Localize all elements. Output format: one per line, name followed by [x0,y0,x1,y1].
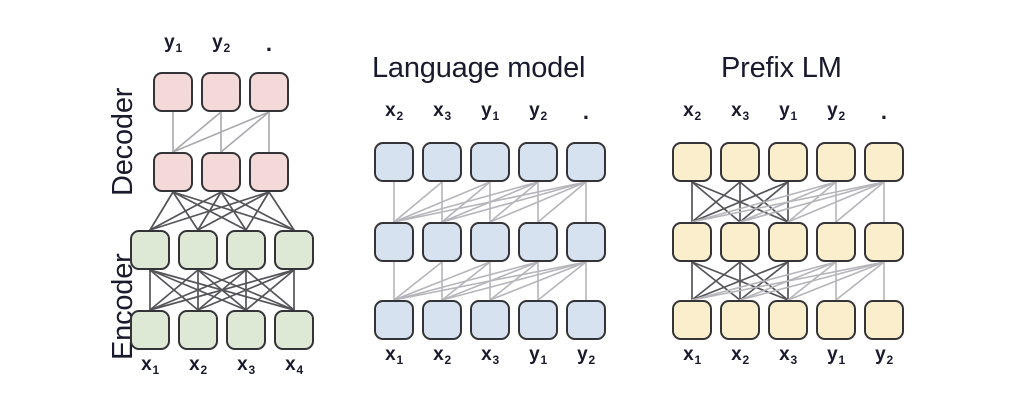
node-lm-bottom-4[interactable] [518,300,558,340]
prefix-token-label-bottom-5: y2 [875,344,894,367]
lm-token-label-top-5: . [582,99,590,124]
node-lm-top-2[interactable] [422,142,462,182]
node-lm-mid-2[interactable] [422,222,462,262]
lm-token-label-bottom-1: x1 [385,344,404,367]
node-prefix-top-5[interactable] [864,142,904,182]
prefix-token-label-top-4: y2 [827,100,846,123]
node-prefix-top-2[interactable] [720,142,760,182]
decoder-side-label: Decoder [107,87,139,196]
prefix-token-label-bottom-4: y1 [827,344,846,367]
panel-language-model: Language model x2 x3 y1 y2 . x1 x2 x3 y1… [360,0,660,408]
node-encoder-top-1[interactable] [130,230,170,270]
lm-token-label-top-3: y1 [481,100,500,123]
token-label-x2: x2 [189,354,208,377]
node-encoder-bottom-2[interactable] [178,310,218,350]
node-lm-bottom-3[interactable] [470,300,510,340]
node-decoder-top-2[interactable] [201,72,241,112]
node-decoder-bottom-2[interactable] [201,152,241,192]
node-lm-bottom-2[interactable] [422,300,462,340]
node-lm-mid-3[interactable] [470,222,510,262]
node-prefix-top-1[interactable] [672,142,712,182]
lm-token-label-top-4: y2 [529,100,548,123]
node-prefix-top-4[interactable] [816,142,856,182]
panel-title-prefix-lm: Prefix LM [721,52,842,84]
node-prefix-mid-1[interactable] [672,222,712,262]
token-label-y1: y1 [164,32,183,55]
node-decoder-bottom-3[interactable] [249,152,289,192]
lm-token-label-bottom-5: y2 [577,344,596,367]
node-prefix-bottom-5[interactable] [864,300,904,340]
node-encoder-bottom-1[interactable] [130,310,170,350]
node-lm-top-4[interactable] [518,142,558,182]
node-prefix-mid-4[interactable] [816,222,856,262]
node-prefix-mid-3[interactable] [768,222,808,262]
node-encoder-top-3[interactable] [226,230,266,270]
token-label-x4: x4 [285,354,304,377]
node-lm-top-1[interactable] [374,142,414,182]
node-prefix-mid-5[interactable] [864,222,904,262]
node-lm-top-5[interactable] [566,142,606,182]
node-prefix-bottom-2[interactable] [720,300,760,340]
token-label-x3: x3 [237,354,256,377]
prefix-token-label-top-2: x3 [731,100,750,123]
node-encoder-top-4[interactable] [274,230,314,270]
node-decoder-top-1[interactable] [153,72,193,112]
prefix-token-label-top-3: y1 [779,100,798,123]
panel-prefix-lm: Prefix LM x2 x3 y1 y2 . x1 x2 x3 y1 y2 [660,0,1025,408]
node-prefix-bottom-4[interactable] [816,300,856,340]
lm-token-label-bottom-4: y1 [529,344,548,367]
node-lm-bottom-1[interactable] [374,300,414,340]
node-encoder-bottom-4[interactable] [274,310,314,350]
panel-encoder-decoder: Decoder Encoder y1 y2 . x1 x2 x3 x4 [0,0,360,408]
lm-token-label-top-2: x3 [433,100,452,123]
node-decoder-top-3[interactable] [249,72,289,112]
prefix-token-label-bottom-3: x3 [779,344,798,367]
node-lm-bottom-5[interactable] [566,300,606,340]
node-encoder-top-2[interactable] [178,230,218,270]
node-lm-mid-4[interactable] [518,222,558,262]
prefix-token-label-bottom-1: x1 [683,344,702,367]
prefix-token-label-bottom-2: x2 [731,344,750,367]
node-lm-top-3[interactable] [470,142,510,182]
token-label-y2: y2 [212,32,231,55]
node-encoder-bottom-3[interactable] [226,310,266,350]
node-lm-mid-1[interactable] [374,222,414,262]
node-prefix-top-3[interactable] [768,142,808,182]
lm-token-label-bottom-3: x3 [481,344,500,367]
token-label-x1: x1 [141,354,160,377]
panel-title-language-model: Language model [372,52,586,84]
node-prefix-bottom-3[interactable] [768,300,808,340]
prefix-token-label-top-5: . [880,99,888,124]
prefix-token-label-top-1: x2 [683,100,702,123]
node-prefix-bottom-1[interactable] [672,300,712,340]
lm-token-label-top-1: x2 [385,100,404,123]
token-label-period: . [265,31,273,56]
node-lm-mid-5[interactable] [566,222,606,262]
node-prefix-mid-2[interactable] [720,222,760,262]
node-decoder-bottom-1[interactable] [153,152,193,192]
lm-token-label-bottom-2: x2 [433,344,452,367]
